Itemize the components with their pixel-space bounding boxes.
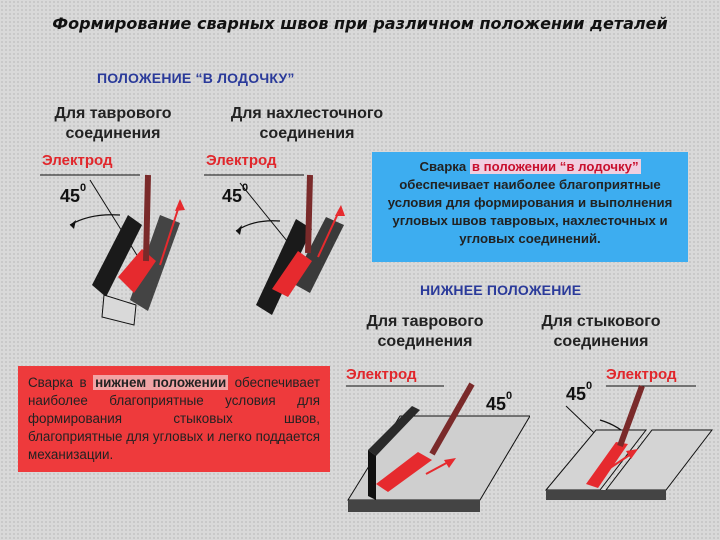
boat-position-description: Сварка в положении “в лодочку” обеспечив… — [372, 152, 688, 262]
tee-joint-label-line1: Для таврового — [54, 105, 172, 122]
tee-joint-label-line2: соединения — [65, 125, 161, 142]
boat-text-prefix: Сварка — [419, 159, 467, 174]
angle-label-1: 450 — [60, 182, 86, 207]
flat-position-description: Сварка в нижнем положении обеспечивает н… — [18, 366, 330, 472]
tee-joint-boat-diagram — [40, 174, 185, 326]
flat-text-prefix: Сварка в — [28, 375, 87, 390]
angle-value: 45 — [222, 186, 243, 206]
electrode-label-4: Электрод — [606, 366, 677, 383]
butt-joint-label-line2: соединения — [553, 333, 649, 350]
electrode-rod — [143, 174, 151, 262]
boat-text-rest: обеспечивает наиболее благоприятные усло… — [387, 177, 673, 246]
lap-joint-label-line2: соединения — [259, 125, 355, 142]
angle-degree: 0 — [242, 182, 249, 194]
electrode-rod — [429, 382, 475, 456]
lap-joint-label-line1: Для нахлесточного — [230, 105, 384, 122]
tee-joint-flat-label-line1: Для таврового — [366, 313, 484, 330]
angle-degree: 0 — [80, 182, 87, 194]
angle-value: 45 — [486, 394, 507, 414]
angle-degree: 0 — [586, 380, 593, 392]
arrow-head — [236, 225, 242, 235]
vertical-plate-side — [368, 450, 376, 500]
section-flat-title: НИЖНЕЕ ПОЛОЖЕНИЕ — [420, 282, 582, 298]
flat-text-highlight: нижнем положении — [93, 375, 229, 390]
direction-arrowhead — [335, 205, 345, 216]
tee-joint-flat-diagram — [346, 382, 530, 512]
base-plate — [101, 294, 137, 326]
weld-seam — [376, 452, 432, 492]
vertical-plate-top — [368, 406, 420, 456]
arrow-head — [70, 220, 76, 229]
page-title: Формирование сварных швов при различном … — [52, 14, 668, 33]
lap-joint-boat-diagram — [204, 174, 345, 315]
butt-joint-flat-diagram — [544, 384, 714, 500]
electrode-label-1: Электрод — [42, 152, 113, 169]
electrode-label-2: Электрод — [206, 152, 277, 169]
direction-arrow — [159, 202, 181, 266]
angle-line — [89, 179, 141, 261]
tee-joint-flat-label: Для таврового соединения — [340, 312, 510, 352]
base-plate-edge — [348, 500, 480, 512]
vertical-plate — [92, 215, 142, 297]
angle-label-4: 450 — [566, 380, 592, 405]
electrode-rod — [617, 384, 645, 448]
butt-joint-label-line1: Для стыкового — [541, 313, 661, 330]
plate-edge — [546, 490, 666, 500]
lap-joint-label: Для нахлесточного соединения — [196, 104, 418, 144]
direction-arrowhead — [444, 458, 456, 468]
electrode-rod — [305, 174, 313, 254]
direction-arrowhead — [626, 449, 638, 459]
angle-label-3: 450 — [486, 390, 512, 415]
angle-value: 45 — [566, 384, 587, 404]
weld-seam — [586, 442, 628, 488]
electrode-label-3: Электрод — [346, 366, 417, 383]
flat-text-rest: обеспечивает наиболее благоприятные усло… — [28, 375, 320, 462]
tee-joint-flat-label-line2: соединения — [377, 333, 473, 350]
angle-value: 45 — [60, 186, 81, 206]
direction-arrowhead — [175, 199, 185, 211]
butt-joint-label: Для стыкового соединения — [516, 312, 686, 352]
angle-label-2: 450 — [222, 182, 248, 207]
direction-arrow — [317, 208, 341, 258]
weld-seam — [272, 251, 312, 297]
boat-text-highlight: в положении “в лодочку” — [469, 159, 641, 174]
lower-plate — [256, 219, 312, 315]
angle-degree: 0 — [506, 390, 513, 402]
tee-joint-label: Для таврового соединения — [28, 104, 198, 144]
section-boat-title: ПОЛОЖЕНИЕ “В ЛОДОЧКУ” — [97, 70, 295, 86]
angle-arc — [235, 220, 281, 232]
